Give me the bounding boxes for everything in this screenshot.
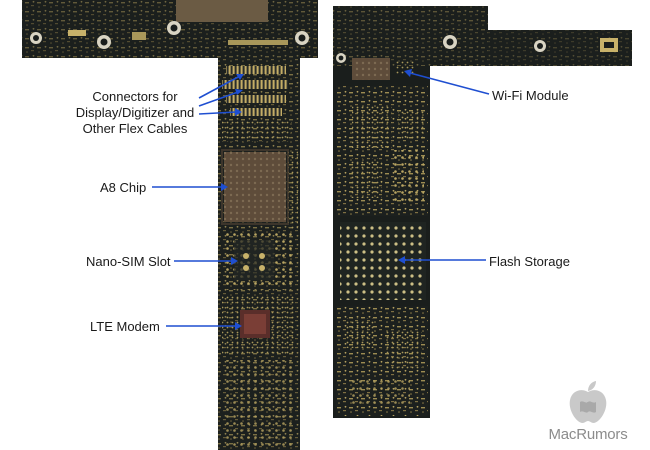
label-lte-modem: LTE Modem <box>90 319 160 334</box>
arrow-connectors-1 <box>198 75 241 99</box>
arrow-connectors-2 <box>198 91 239 107</box>
left-board <box>22 0 318 450</box>
arrow-sim-head <box>231 257 238 265</box>
arrow-a8-head <box>221 183 228 191</box>
watermark-text: MacRumors <box>548 426 628 443</box>
right-board <box>333 6 632 418</box>
label-flash-storage: Flash Storage <box>489 254 570 269</box>
macrumors-watermark: MacRumors <box>538 378 638 446</box>
annotation-arrows <box>152 69 490 330</box>
label-wifi-module: Wi-Fi Module <box>492 88 569 103</box>
arrow-wifi-head <box>404 69 412 77</box>
label-connectors: Connectors for Display/Digitizer and Oth… <box>75 89 195 136</box>
arrow-lte-head <box>235 322 242 330</box>
arrow-wifi <box>409 72 490 95</box>
arrow-connectors-1-head <box>236 74 244 80</box>
apple-logo-icon <box>569 381 607 423</box>
label-a8-chip: A8 Chip <box>100 180 147 195</box>
label-nano-sim-slot: Nano-SIM Slot <box>86 254 171 269</box>
arrow-connectors-3-head <box>235 108 242 116</box>
arrow-flash-head <box>398 256 405 264</box>
arrow-connectors-3 <box>198 111 237 115</box>
arrow-connectors-2-head <box>235 89 243 95</box>
